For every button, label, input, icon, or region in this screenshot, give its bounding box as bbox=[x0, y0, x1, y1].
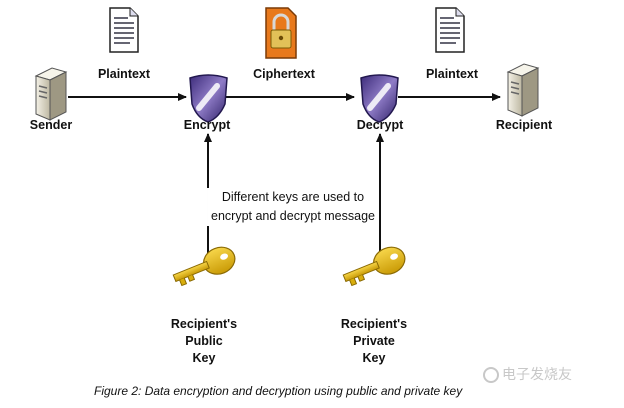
public-key-label-line-2: Public bbox=[185, 334, 223, 348]
private-key-label-line-3: Key bbox=[362, 351, 386, 365]
private-key-label-line-2: Private bbox=[353, 334, 395, 348]
key-note-line-2: encrypt and decrypt message bbox=[211, 209, 375, 223]
private-key-icon bbox=[342, 246, 406, 287]
plaintext-document-icon bbox=[109, 7, 139, 53]
public-key-label: Recipient's Public Key bbox=[171, 316, 237, 367]
sender-server-icon bbox=[34, 67, 68, 121]
public-key-label-line-3: Key bbox=[192, 351, 216, 365]
node-label-decrypt: Decrypt bbox=[356, 118, 404, 132]
watermark-logo-icon bbox=[483, 367, 499, 384]
node-label-recipient: Recipient bbox=[495, 118, 553, 132]
figure-caption: Figure 2: Data encryption and decryption… bbox=[94, 384, 463, 398]
ciphertext-lock-icon bbox=[265, 7, 297, 59]
key-note-line-1: Different keys are used to bbox=[221, 190, 365, 204]
encrypt-shield-icon bbox=[189, 74, 228, 123]
edge-label-plaintext-left: Plaintext bbox=[97, 67, 151, 81]
edge-label-plaintext-right: Plaintext bbox=[425, 67, 479, 81]
public-key-label-line-1: Recipient's bbox=[170, 317, 238, 331]
plaintext-document-icon bbox=[435, 7, 465, 53]
key-note: Different keys are used to encrypt and d… bbox=[207, 188, 379, 226]
decrypt-shield-icon bbox=[360, 74, 399, 123]
private-key-label: Recipient's Private Key bbox=[341, 316, 407, 367]
node-label-sender: Sender bbox=[29, 118, 73, 132]
node-label-encrypt: Encrypt bbox=[183, 118, 231, 132]
watermark-text: 电子发烧友 bbox=[502, 366, 572, 382]
edge-label-ciphertext: Ciphertext bbox=[253, 67, 315, 81]
private-key-label-line-1: Recipient's bbox=[340, 317, 408, 331]
recipient-server-icon bbox=[506, 63, 540, 117]
public-key-icon bbox=[172, 246, 236, 287]
watermark: 电子发烧友 bbox=[483, 364, 572, 384]
